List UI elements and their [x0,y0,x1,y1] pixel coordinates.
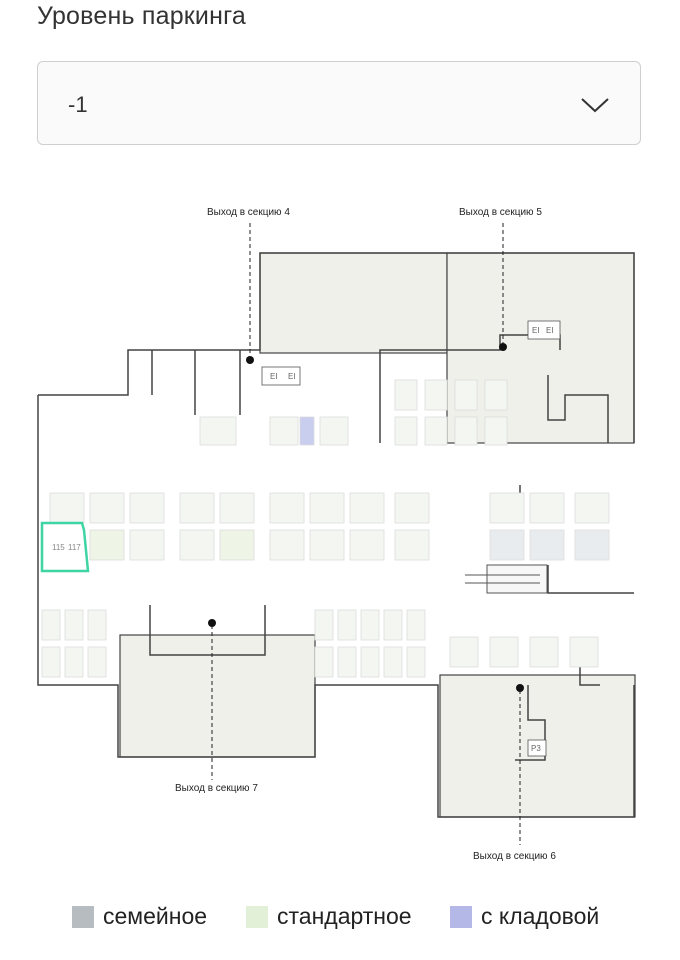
parking-level-select[interactable]: -1 [37,61,641,145]
parking-lower-spots [41,609,599,678]
spot-label: 115 [52,543,65,552]
room-label: EI [270,372,278,381]
ramp [465,564,548,594]
legend-swatch [72,905,94,928]
exit-dots [208,343,524,692]
legend-item-family: семейное [72,903,207,930]
legend-item-storage: с кладовой [450,903,599,930]
exit-label-section-5: Выход в секцию 5 [459,207,542,218]
parking-row-top [49,492,610,524]
legend-swatch [450,905,472,928]
parking-upper-spots [199,379,508,446]
exits [211,223,521,845]
room-section-4 [259,252,448,354]
selected-parking-spot[interactable]: 115 117 [40,521,90,573]
room-section-5 [446,252,635,444]
section-rooms [119,252,636,818]
room-label: P3 [531,744,541,753]
exit-label-section-4: Выход в секцию 4 [207,207,290,218]
legend-item-standard: стандартное [246,903,412,930]
legend: семейное стандартное с кладовой [0,903,680,935]
page-title: Уровень паркинга [37,2,246,30]
parking-level-value: -1 [68,92,88,117]
parking-plan[interactable]: EI EI EI EI P3 Выход в секцию 4 Выход в … [0,185,680,885]
spot-label: 117 [68,543,81,552]
exit-label-section-6: Выход в секцию 6 [473,851,556,862]
chevron-down-icon[interactable] [580,96,610,114]
exit-label-section-7: Выход в секцию 7 [175,783,258,794]
parking-row-middle [89,529,610,561]
room-label: EI [288,372,296,381]
room-label: EI [532,326,540,335]
legend-swatch [246,905,268,928]
room-label: EI [546,326,554,335]
